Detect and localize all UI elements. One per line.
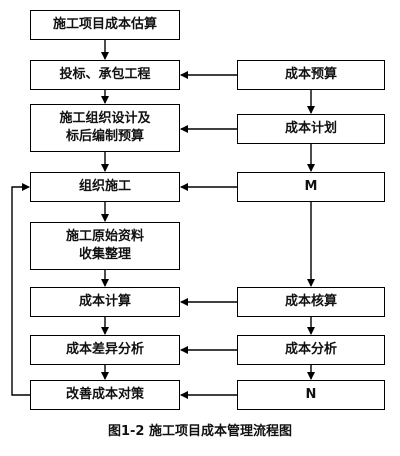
node-label: 成本预算 [284, 67, 337, 82]
node-bidding: 投标、承包工程 [30, 60, 180, 90]
node-label: 改善成本对策 [65, 387, 144, 402]
node-label: 成本核算 [284, 294, 337, 309]
node-label: 成本计划 [284, 121, 337, 136]
node-label: 施工组织设计及 标后编制预算 [59, 111, 151, 144]
figure-caption: 图1-2 施工项目成本管理流程图 [107, 424, 292, 439]
node-label: 施工原始资料 收集整理 [65, 229, 144, 262]
node-label: 施工项目成本估算 [52, 17, 157, 32]
node-design-budget: 施工组织设计及 标后编制预算 [30, 104, 180, 152]
node-label: 成本差异分析 [65, 342, 144, 357]
node-organize-construction: 组织施工 [30, 172, 180, 202]
node-label: N [305, 387, 317, 402]
node-label: 成本计算 [78, 294, 131, 309]
arrow-feedback-improve-to-organize [11, 183, 30, 396]
node-n: N [237, 380, 385, 410]
node-cost-analysis: 成本分析 [237, 335, 385, 365]
node-cost-calculation: 成本计算 [30, 287, 180, 317]
node-improve-cost: 改善成本对策 [30, 380, 180, 410]
node-collect-data: 施工原始资料 收集整理 [30, 222, 180, 270]
node-label: M [304, 179, 318, 194]
node-label: 组织施工 [78, 179, 131, 194]
node-cost-accounting: 成本核算 [237, 287, 385, 317]
node-cost-variance-analysis: 成本差异分析 [30, 335, 180, 365]
node-m: M [237, 172, 385, 202]
node-cost-budget: 成本预算 [237, 60, 385, 90]
node-cost-estimate: 施工项目成本估算 [30, 10, 180, 40]
node-cost-plan: 成本计划 [237, 114, 385, 144]
node-label: 投标、承包工程 [59, 67, 151, 82]
node-label: 成本分析 [284, 342, 337, 357]
